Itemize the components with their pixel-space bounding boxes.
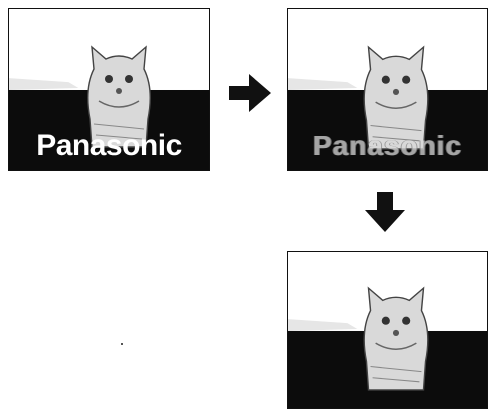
cat-mascot-icon bbox=[363, 286, 429, 391]
caption-text: Panasonic bbox=[312, 130, 463, 161]
caption-text: Panasonic bbox=[36, 129, 182, 162]
panel-removed bbox=[287, 251, 488, 409]
cat-mascot-icon bbox=[87, 45, 151, 148]
scan-speck bbox=[121, 343, 123, 345]
scene-background bbox=[288, 9, 487, 170]
cat-mascot-icon bbox=[363, 45, 429, 150]
panel-fading: Panasonic bbox=[287, 8, 488, 171]
arrow-right-icon bbox=[229, 74, 271, 112]
panel-original: Panasonic bbox=[8, 8, 210, 171]
arrow-down-icon bbox=[365, 192, 405, 232]
